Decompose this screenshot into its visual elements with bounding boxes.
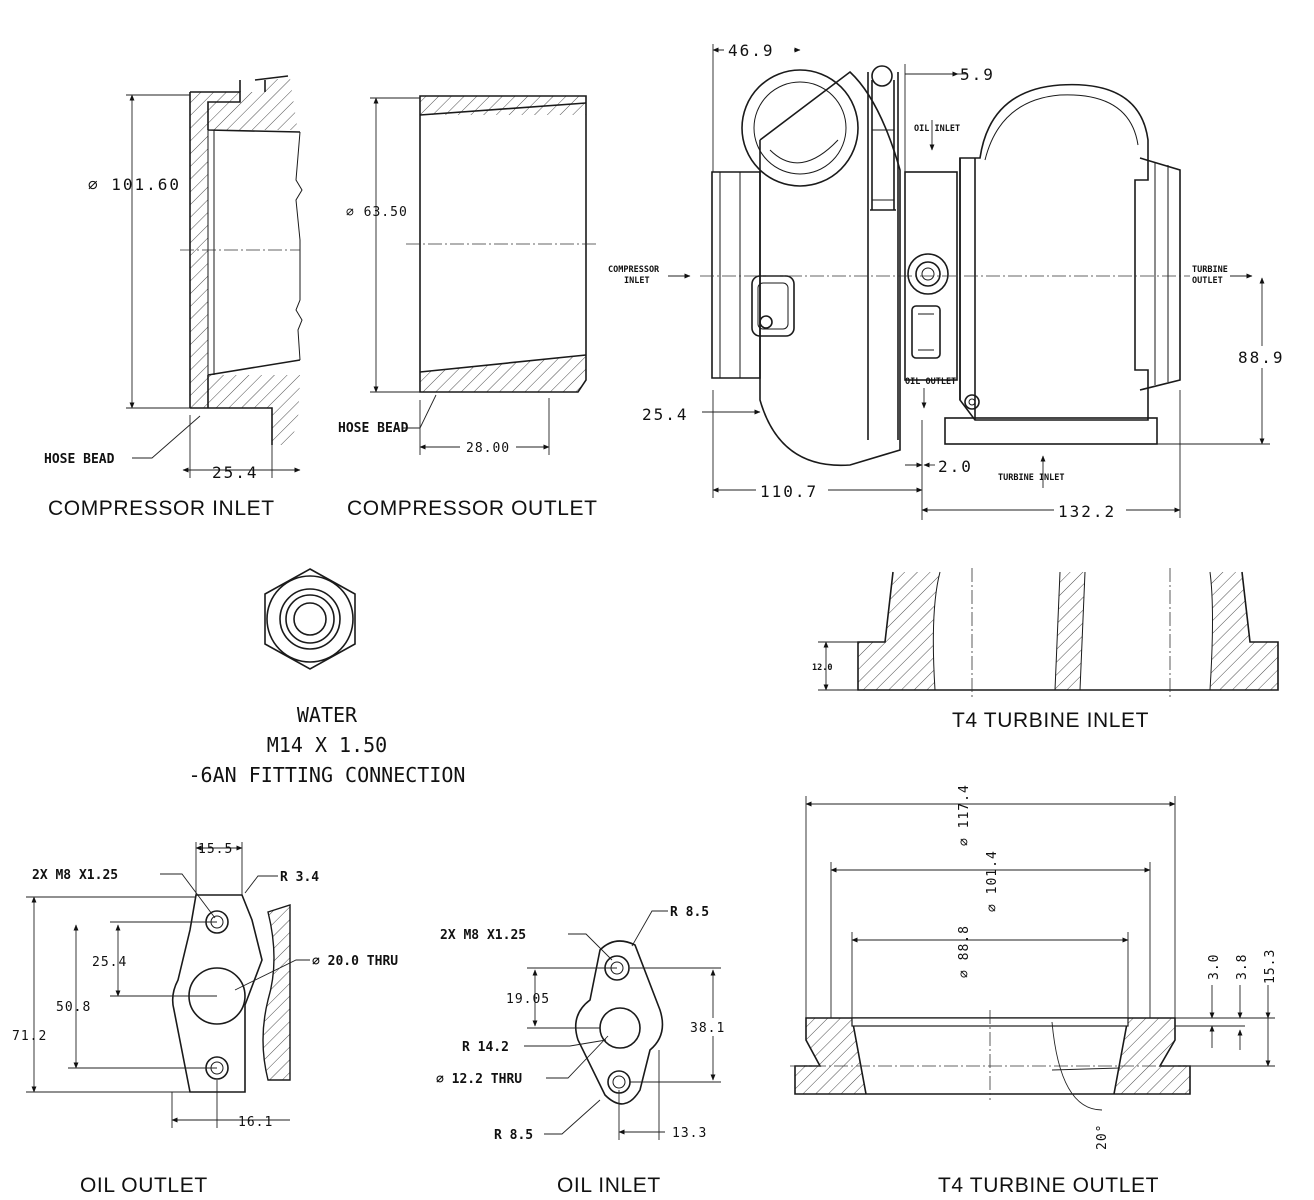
turbo-turbine-inlet-label: TURBINE INLET [998, 473, 1065, 483]
t4-inlet-caption: T4 TURBINE INLET [952, 709, 1149, 732]
t4-outlet-dia-101-4: ⌀ 101.4 [985, 850, 1000, 912]
turbo-compressor-label-2: INLET [624, 276, 650, 286]
t4-inlet-dim: 12.0 [812, 663, 832, 673]
compressor-inlet-bead-label: HOSE BEAD [44, 452, 115, 467]
compressor-outlet-view: ⌀ 63.50 HOSE BEAD 28.00 COMPRESSOR OUTLE… [338, 95, 598, 520]
turbo-compressor-label-1: COMPRESSOR [608, 265, 660, 275]
oil-inlet-dim-13-3: 13.3 [672, 1126, 707, 1141]
t4-outlet-view: ⌀ 117.4 ⌀ 101.4 ⌀ 88.8 3.0 3.8 15.3 20° … [790, 784, 1278, 1197]
oil-outlet-thread: 2X M8 X1.25 [32, 868, 118, 883]
oil-inlet-radius-bottom: R 8.5 [494, 1128, 533, 1143]
t4-outlet-angle: 20° [1095, 1124, 1110, 1150]
oil-inlet-thread: 2X M8 X1.25 [440, 928, 526, 943]
t4-outlet-caption: T4 TURBINE OUTLET [938, 1174, 1159, 1197]
water-line-1: WATER [297, 703, 358, 727]
oil-outlet-dim-71-2: 71.2 [12, 1029, 47, 1044]
turbo-side-view: 46.9 5.9 OIL INLET OIL OUTLET COMPRESSOR… [608, 40, 1296, 521]
t4-outlet-dia-88-8: ⌀ 88.8 [957, 925, 972, 978]
oil-outlet-dim-16-1: 16.1 [238, 1115, 273, 1130]
oil-inlet-view: R 8.5 2X M8 X1.25 19.05 R 14.2 ⌀ 12.2 TH… [436, 905, 738, 1197]
turbo-dim-132-2: 132.2 [1058, 502, 1116, 521]
water-line-3: -6AN FITTING CONNECTION [189, 763, 466, 787]
compressor-outlet-diameter: ⌀ 63.50 [346, 205, 408, 220]
t4-outlet-h-15-3: 15.3 [1263, 949, 1278, 984]
turbo-turbine-outlet-label-2: OUTLET [1192, 276, 1223, 286]
turbo-dim-5-9: 5.9 [960, 65, 995, 84]
oil-inlet-caption: OIL INLET [557, 1174, 661, 1197]
compressor-inlet-diameter: ⌀ 101.60 [88, 175, 181, 194]
compressor-inlet-width: 25.4 [212, 463, 259, 482]
turbo-dim-88-9: 88.9 [1238, 348, 1285, 367]
oil-outlet-top-dim: 15.5 [198, 842, 233, 857]
turbo-turbine-outlet-label-1: TURBINE [1192, 265, 1228, 275]
water-line-2: M14 X 1.50 [267, 733, 387, 757]
compressor-outlet-caption: COMPRESSOR OUTLET [347, 497, 598, 520]
turbo-dim-2-0: 2.0 [938, 457, 973, 476]
oil-inlet-dim-19-05: 19.05 [506, 992, 550, 1007]
oil-outlet-caption: OIL OUTLET [80, 1174, 208, 1197]
oil-inlet-r-mid: R 14.2 [462, 1040, 509, 1055]
oil-outlet-dim-50-8: 50.8 [56, 1000, 91, 1015]
oil-inlet-dim-38-1: 38.1 [690, 1021, 725, 1036]
compressor-outlet-bead-label: HOSE BEAD [338, 421, 409, 436]
compressor-inlet-caption: COMPRESSOR INLET [48, 497, 275, 520]
turbo-dim-110-7: 110.7 [760, 482, 818, 501]
turbo-dim-25-4: 25.4 [642, 405, 689, 424]
oil-outlet-dim-25-4: 25.4 [92, 955, 127, 970]
t4-inlet-view: 12.0 T4 TURBINE INLET [812, 568, 1279, 732]
oil-inlet-thru: ⌀ 12.2 THRU [436, 1072, 522, 1087]
compressor-inlet-view: ⌀ 101.60 HOSE BEAD 25.4 COMPRESSOR INLET [44, 75, 303, 520]
turbo-oil-outlet-label: OIL OUTLET [905, 377, 956, 387]
turbo-oil-inlet-label: OIL INLET [914, 124, 960, 134]
oil-outlet-view: 15.5 2X M8 X1.25 R 3.4 25.4 50.8 71.2 ⌀ … [12, 842, 398, 1197]
t4-outlet-h-3-0: 3.0 [1207, 954, 1222, 980]
turbo-dim-46-9: 46.9 [728, 41, 775, 60]
t4-outlet-h-3-8: 3.8 [1235, 954, 1250, 980]
compressor-outlet-width: 28.00 [466, 441, 510, 456]
oil-inlet-radius-top: R 8.5 [670, 905, 709, 920]
oil-outlet-radius: R 3.4 [280, 870, 319, 885]
t4-outlet-dia-117-4: ⌀ 117.4 [957, 784, 972, 846]
water-fitting-view: WATER M14 X 1.50 -6AN FITTING CONNECTION [189, 568, 466, 787]
oil-outlet-thru: ⌀ 20.0 THRU [312, 954, 398, 969]
